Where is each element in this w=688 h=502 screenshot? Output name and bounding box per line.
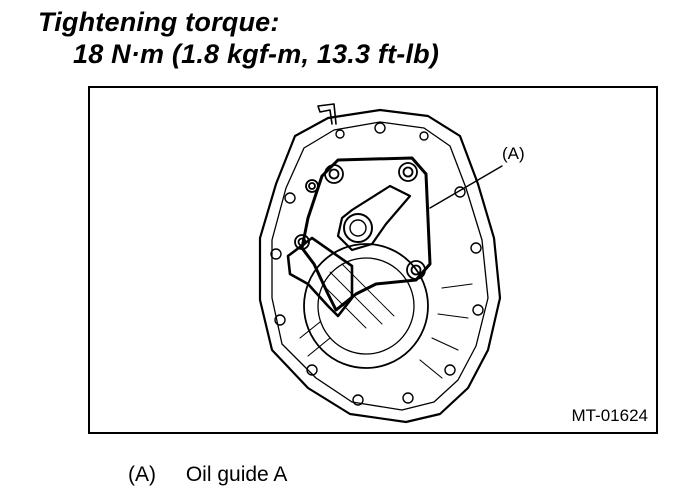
guide-arm — [336, 184, 412, 252]
flange-bolt-holes — [270, 122, 484, 406]
legend: (A) Oil guide A — [128, 462, 287, 488]
torque-heading-value: 18 N·m (1.8 kgf-m, 13.3 ft-lb) — [73, 39, 440, 69]
bolt-bosses — [294, 162, 426, 280]
bearing-bore — [303, 243, 429, 369]
figure-id: MT-01624 — [571, 406, 648, 425]
torque-heading: Tightening torque: 18 N·m (1.8 kgf-m, 13… — [38, 6, 439, 70]
vent-pipe — [317, 103, 337, 125]
case-flange-line — [271, 121, 489, 411]
torque-heading-line1: Tightening torque: — [38, 7, 280, 37]
baffle-lower — [286, 236, 354, 318]
callout-leader-a — [429, 165, 503, 209]
case-ribs — [299, 283, 473, 379]
callout-label-a: (A) — [502, 144, 525, 163]
oil-guide-plate — [300, 156, 432, 312]
legend-text: Oil guide A — [185, 463, 288, 486]
oil-guide-illustration — [258, 103, 503, 424]
shaft-end — [343, 213, 373, 243]
diagram-frame: (A) MT-01624 — [88, 86, 658, 434]
case-outer-outline — [258, 108, 502, 424]
legend-key: (A) — [128, 463, 156, 486]
